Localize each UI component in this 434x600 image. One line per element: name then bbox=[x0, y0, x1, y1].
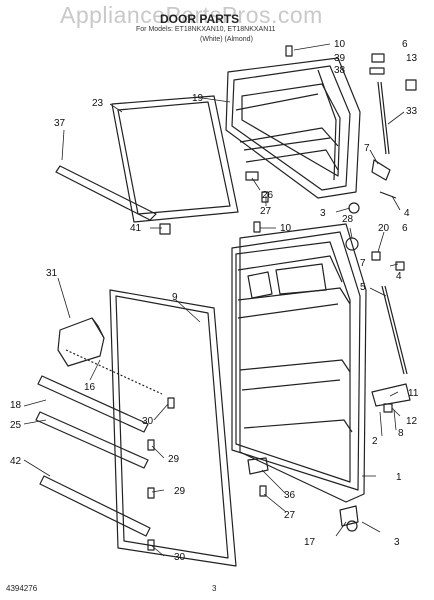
callout-9: 9 bbox=[172, 292, 178, 303]
callout-4: 4 bbox=[404, 208, 410, 219]
page-number: 3 bbox=[212, 584, 217, 593]
callout-17: 17 bbox=[304, 537, 316, 548]
door-shelf-rails bbox=[35, 349, 163, 537]
callout-3: 3 bbox=[320, 208, 326, 219]
callout-29b: 29 bbox=[174, 486, 186, 497]
fresh-food-door bbox=[231, 223, 367, 503]
callout-42: 42 bbox=[10, 456, 22, 467]
freezer-shelf-rail bbox=[55, 165, 157, 221]
callout-38: 38 bbox=[334, 65, 346, 76]
callout-labels: 10 39 38 6 13 23 19 37 33 7 26 4 27 3 28… bbox=[10, 39, 419, 563]
callout-1: 1 bbox=[396, 472, 402, 483]
callout-7: 7 bbox=[364, 143, 370, 154]
callout-8: 8 bbox=[398, 428, 404, 439]
dairy-compartment-door bbox=[57, 317, 105, 367]
watermark: AppliancePartsPros.com bbox=[60, 2, 323, 28]
callout-28: 28 bbox=[342, 214, 354, 225]
callout-10b: 10 bbox=[280, 223, 292, 234]
callout-16: 16 bbox=[84, 382, 96, 393]
callout-25: 25 bbox=[10, 420, 22, 431]
callout-30: 30 bbox=[142, 416, 154, 427]
callout-27b: 27 bbox=[284, 510, 296, 521]
callout-3b: 3 bbox=[394, 537, 400, 548]
callout-26: 26 bbox=[262, 190, 274, 201]
top-hinge-assembly bbox=[369, 53, 417, 199]
callout-10: 10 bbox=[334, 39, 346, 50]
callout-leaders bbox=[23, 43, 405, 557]
callout-13: 13 bbox=[406, 53, 418, 64]
callout-39: 39 bbox=[334, 53, 346, 64]
freezer-door bbox=[225, 57, 361, 199]
callout-30b: 30 bbox=[174, 552, 186, 563]
callout-29: 29 bbox=[168, 454, 180, 465]
callout-31: 31 bbox=[46, 268, 58, 279]
callout-2: 2 bbox=[372, 436, 378, 447]
callout-12: 12 bbox=[406, 416, 418, 427]
callout-19: 19 bbox=[192, 93, 204, 104]
bottom-hinge-assembly bbox=[247, 285, 411, 527]
callout-6b: 6 bbox=[402, 223, 408, 234]
callout-4b: 4 bbox=[396, 271, 402, 282]
diagram-title: DOOR PARTS bbox=[160, 12, 240, 26]
part-number-footer: 4394276 bbox=[6, 584, 38, 593]
callout-5: 5 bbox=[360, 282, 366, 293]
model-numbers: For Models: ET18NKXAN10, ET18NKXAN11 bbox=[136, 26, 276, 33]
callout-23: 23 bbox=[92, 98, 104, 109]
color-labels: (White) (Almond) bbox=[200, 36, 253, 43]
callout-36: 36 bbox=[284, 490, 296, 501]
callout-18: 18 bbox=[10, 400, 22, 411]
callout-37: 37 bbox=[54, 118, 66, 129]
callout-20: 20 bbox=[378, 223, 390, 234]
callout-11: 11 bbox=[408, 388, 419, 399]
callout-33: 33 bbox=[406, 106, 418, 117]
callout-27: 27 bbox=[260, 206, 272, 217]
callout-41: 41 bbox=[130, 223, 142, 234]
callout-7b: 7 bbox=[360, 258, 366, 269]
callout-6: 6 bbox=[402, 39, 408, 50]
fresh-food-door-gasket bbox=[109, 289, 237, 567]
freezer-door-gasket bbox=[111, 95, 239, 223]
